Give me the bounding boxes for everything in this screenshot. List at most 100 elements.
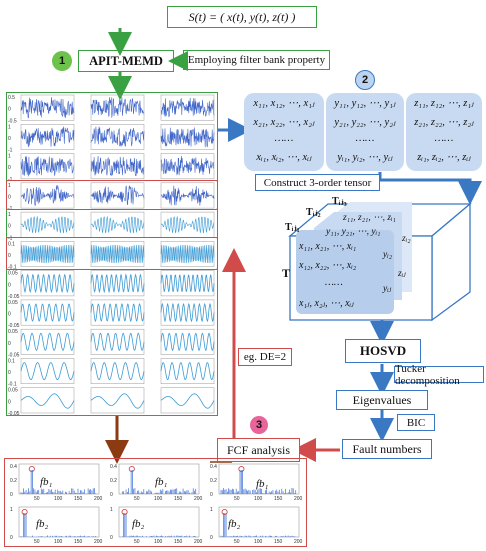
imf-tick: 0.1	[8, 358, 15, 364]
signal-formula: S(t) = ( x(t), y(t), z(t) )	[188, 9, 296, 24]
imf-waveform	[160, 127, 215, 148]
imf-waveform	[160, 362, 215, 381]
imf-tick: 1	[8, 183, 11, 189]
spectrum-label-bottom-1: fb₂	[36, 518, 49, 530]
imf-waveform	[160, 155, 215, 176]
tensor-front-row-2: x₁₂, x₂₂, ⋯, xᵢ₂	[299, 260, 357, 271]
imf-waveform	[20, 97, 75, 119]
spectrum-label-top-2: fb₁	[155, 476, 168, 488]
spectrum-y-tick: 0.4	[210, 464, 217, 470]
imf-subplot-frame	[20, 182, 75, 209]
spectrum-x-tick: 50	[134, 496, 140, 502]
tensor-label-ij2: Tᵢⱼ₂	[306, 207, 321, 218]
imf-tick: 0	[8, 370, 11, 376]
bic-note: BIC	[397, 414, 435, 431]
spectrum-peak-marker	[221, 508, 228, 516]
imf-tick: 0	[8, 136, 11, 142]
imf-highlight-6	[6, 237, 218, 270]
imf-tick: 0.05	[8, 300, 18, 306]
imf-waveform	[160, 332, 215, 351]
tensor-label-ij1: Tᵢⱼ₁	[285, 222, 300, 233]
imf-waveform	[160, 185, 215, 206]
tensor-mid-top: y₁₁, y₂₁, ⋯, yᵢ₁	[326, 227, 381, 237]
filter-bank-note: Employing filter bank property	[183, 50, 330, 70]
imf-waveform	[90, 97, 145, 118]
tensor-label-T: T	[282, 266, 291, 280]
spectrum-y-tick: 0	[110, 492, 113, 498]
spectrum-x-tick: 150	[74, 539, 83, 545]
imf-waveform	[90, 156, 145, 176]
imf-tick: 0	[8, 312, 11, 318]
spectrum-x-tick: 150	[174, 496, 183, 502]
imf-tick: -0.05	[8, 411, 20, 415]
signal-formula-box: S(t) = ( x(t), y(t), z(t) )	[167, 6, 317, 28]
fault-numbers-box: Fault numbers	[342, 439, 432, 459]
imf-waveform	[160, 393, 215, 409]
spectrum-x-tick: 150	[74, 496, 83, 502]
spectrum-y-tick: 0.2	[10, 478, 17, 484]
spectrum-frame	[118, 506, 200, 538]
spectrum-x-tick: 100	[54, 496, 63, 502]
spectrum-label-bottom-3: fb₂	[228, 518, 241, 530]
imf-tick: 0	[8, 224, 11, 230]
imf-tick: 0.05	[8, 388, 18, 394]
spectrum-x-tick: 150	[174, 539, 183, 545]
imf-waveform	[20, 185, 75, 207]
spectrum-x-tick: 100	[154, 496, 163, 502]
apit-memd-label: APIT-MEMD	[89, 53, 163, 68]
imf-waveform	[90, 303, 145, 323]
spectrum-peak-marker	[28, 465, 35, 473]
tensor-side-z-1: zᵢ₂	[402, 234, 411, 244]
imf-subplot-frame	[160, 153, 215, 180]
imf-tick: 0	[8, 282, 11, 288]
imf-waveform	[90, 273, 145, 294]
spectrum-y-tick: 0	[10, 492, 13, 498]
imf-tick: 0	[8, 253, 11, 259]
eigenvalues-box: Eigenvalues	[336, 390, 428, 410]
imf-waveform	[160, 244, 215, 264]
imf-tick: 0.5	[8, 95, 15, 101]
matrix-y: y₁₁, y₁₂, ⋯, y₁ⱼ y₂₁, y₂₂, ⋯, y₂ⱼ …… yᵢ₁…	[326, 93, 404, 171]
matrix-z: z₁₁, z₁₂, ⋯, z₁ⱼ z₂₁, z₂₂, ⋯, z₂ⱼ …… zᵢ₁…	[406, 93, 482, 171]
imf-tick: 0.05	[8, 329, 18, 335]
spectrum-x-tick: 50	[34, 496, 40, 502]
imf-tick: 1	[8, 212, 11, 218]
imf-waveform	[90, 126, 145, 147]
spectrum-x-tick: 50	[34, 539, 40, 545]
step-1-badge: 1	[52, 51, 72, 71]
imf-waveform	[160, 97, 215, 118]
imf-tick: -1	[8, 235, 13, 241]
imf-tick: 1	[8, 154, 11, 160]
step-3-badge: 3	[250, 416, 268, 434]
imf-tick: 0	[8, 399, 11, 405]
spectrum-x-tick: 200	[294, 539, 303, 545]
imf-waveform	[20, 126, 75, 148]
spectrum-x-tick: 50	[234, 539, 240, 545]
spectrum-y-tick: 0	[210, 535, 213, 541]
hosvd-box: HOSVD	[345, 339, 421, 363]
spectrum-y-tick: 0	[10, 535, 13, 541]
imf-tick: -0.05	[8, 323, 20, 329]
eg-de-note: eg. DE=2	[238, 348, 292, 366]
spectrum-x-tick: 100	[154, 539, 163, 545]
imf-waveform	[90, 185, 145, 206]
spectrum-y-tick: 0.4	[10, 464, 17, 470]
spectrum-x-tick: 200	[194, 496, 203, 502]
imf-tick: -0.05	[8, 352, 20, 358]
imf-subplot-frame	[160, 94, 215, 121]
construct-tensor-box: Construct 3-order tensor	[255, 174, 380, 191]
imf-tick: 1	[8, 124, 11, 130]
imf-waveform	[90, 244, 145, 264]
imf-tick: -0.1	[8, 265, 17, 271]
imf-waveform	[20, 303, 75, 322]
imf-waveform	[90, 215, 145, 234]
imf-tick: -1	[8, 148, 13, 154]
imf-subplot-frame	[20, 94, 75, 121]
imf-waveform	[160, 274, 215, 292]
tensor-front-row-3: ……	[325, 277, 343, 288]
imf-tick: 0	[8, 165, 11, 171]
tensor-side-y-1: yᵢ₂	[383, 250, 393, 260]
spectrum-x-tick: 100	[254, 539, 263, 545]
spectrum-y-tick: 0.2	[210, 478, 217, 484]
